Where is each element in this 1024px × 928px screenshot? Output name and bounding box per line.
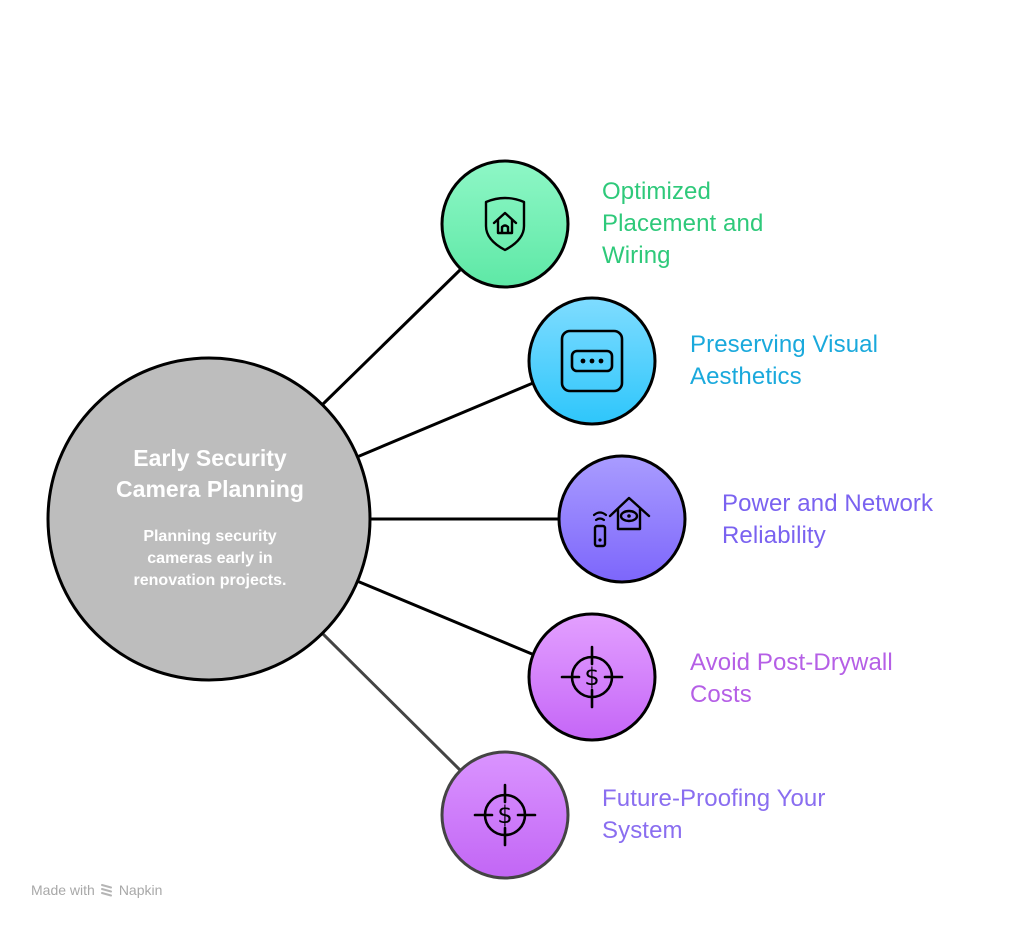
topic-label-line: Power and Network: [722, 490, 934, 517]
topic-label-line: Avoid Post-Drywall: [690, 649, 893, 676]
topic-label-line: Placement and: [602, 210, 764, 237]
topic-label-line: Preserving Visual: [690, 331, 879, 358]
topic-node-circle: [440, 750, 570, 880]
connector-line: [320, 268, 462, 407]
smart-home-remote-icon: [592, 496, 651, 548]
made-with-text: Made with: [31, 882, 95, 898]
dollar-target-icon: $: [473, 783, 537, 847]
topic-node-circle: [527, 612, 657, 742]
topic-label-line: Future-Proofing Your: [602, 785, 826, 812]
napkin-logo-icon: [100, 884, 112, 897]
napkin-brand-text: Napkin: [118, 882, 163, 898]
connector-line: [320, 631, 462, 772]
wall-outlet-icon: [560, 329, 624, 393]
hub-title-line: Camera Planning: [116, 476, 304, 502]
topic-label-line: Aesthetics: [690, 363, 802, 390]
hub-circle: [46, 356, 372, 682]
hub-description: Planning security cameras early in renov…: [100, 526, 320, 592]
topic-node-circle: [440, 159, 570, 289]
topic-node: $: [527, 612, 657, 742]
topic-node: [557, 454, 687, 584]
connectors: [320, 268, 559, 772]
topic-label-line: System: [602, 817, 683, 844]
connector-line: [356, 381, 534, 459]
topic-label-line: Costs: [690, 681, 752, 708]
hub-description-line: renovation projects.: [133, 572, 287, 589]
topic-node: $: [440, 750, 570, 880]
shield-home-icon: [484, 196, 526, 252]
topic-node: [527, 296, 657, 426]
dollar-target-icon: $: [560, 645, 624, 709]
svg-text:$: $: [584, 663, 599, 691]
svg-text:$: $: [497, 801, 512, 829]
topic-label-line: Optimized: [602, 178, 711, 205]
hub-title-line: Early Security: [133, 445, 287, 471]
connector-line: [356, 579, 533, 656]
topic-node: [440, 159, 570, 289]
footer-attribution: Made with Napkin: [31, 882, 162, 898]
nodes: $$: [440, 159, 687, 880]
hub-title: Early Security Camera Planning: [60, 443, 360, 505]
topic-label-line: Reliability: [722, 522, 826, 549]
topic-label-line: Wiring: [602, 242, 671, 269]
hub-description-line: cameras early in: [147, 550, 273, 567]
hub-description-line: Planning security: [143, 528, 277, 545]
